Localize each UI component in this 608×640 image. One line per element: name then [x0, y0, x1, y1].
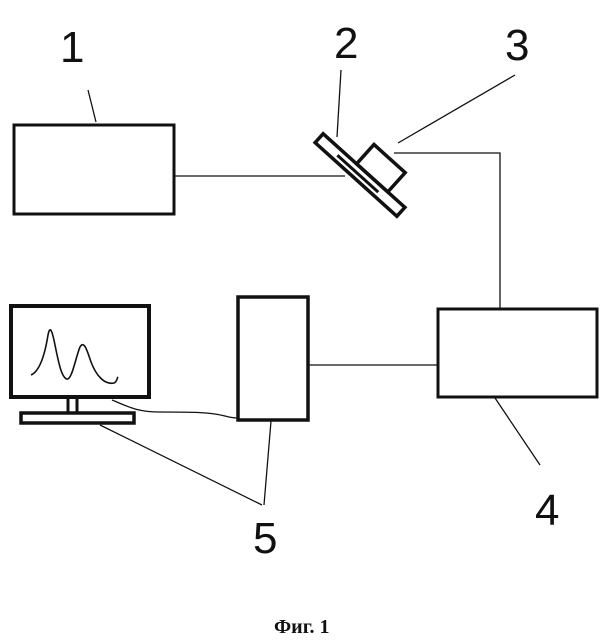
monitor-neck: [68, 397, 77, 413]
block-5-computer-unit: [238, 297, 308, 420]
spectrum-peaks: [31, 330, 118, 383]
label-1: 1: [60, 23, 84, 72]
fiber-line-3-4: [394, 153, 500, 308]
label-5: 5: [253, 514, 277, 563]
label-2: 2: [334, 19, 358, 68]
figure-caption: Фиг. 1: [274, 616, 330, 638]
leader-1: [88, 90, 96, 122]
monitor-base: [21, 413, 134, 423]
label-4: 4: [535, 486, 559, 535]
cable-monitor-5: [112, 400, 238, 418]
label-3: 3: [505, 21, 529, 70]
leader-2: [337, 70, 341, 137]
block-4-spectrometer: [438, 309, 597, 397]
leader-4: [495, 398, 540, 465]
monitor-screen: [11, 306, 149, 397]
monitor: [11, 306, 149, 423]
leader-5b: [100, 425, 262, 505]
leader-3: [398, 75, 515, 143]
block-1-light-source: [14, 125, 174, 214]
component-2-3-sample-holder: [315, 114, 422, 216]
leader-5a: [264, 421, 271, 505]
